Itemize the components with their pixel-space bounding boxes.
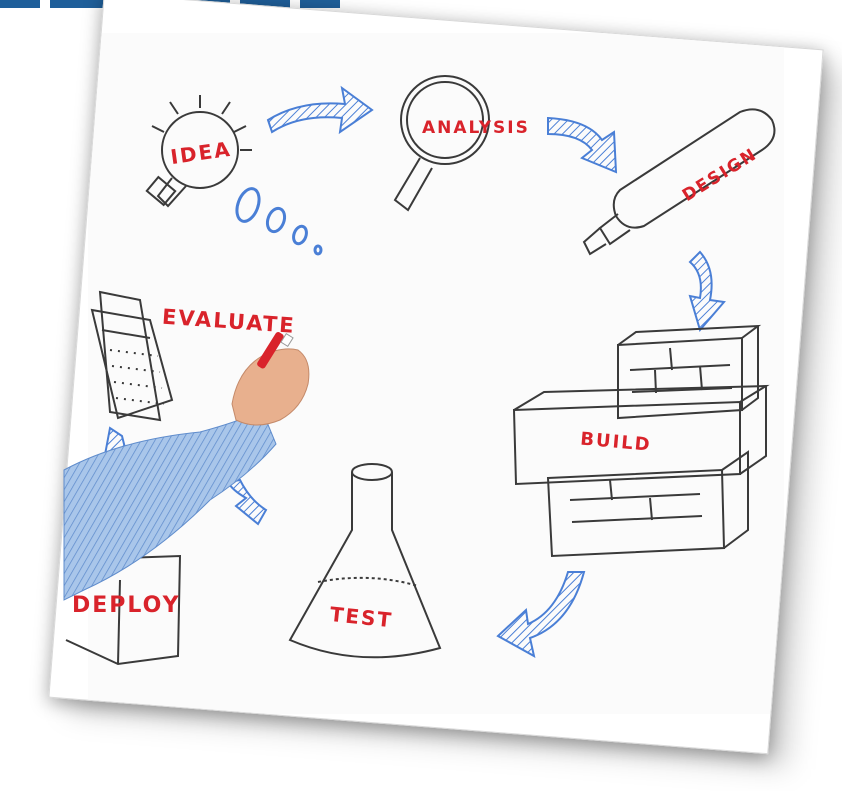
documents-icon xyxy=(90,290,174,422)
arrow-test-to-deploy xyxy=(226,478,268,526)
label-build: BUILD xyxy=(579,429,652,456)
marker-icon xyxy=(582,108,776,256)
label-analysis: ANALYSIS xyxy=(422,118,530,138)
thought-bubbles xyxy=(235,187,323,256)
arrow-analysis-to-design xyxy=(547,116,618,174)
lightbulb-icon xyxy=(145,95,252,208)
arrow-design-to-build xyxy=(688,250,726,333)
label-idea: IDEA xyxy=(169,137,233,169)
arrow-build-to-test xyxy=(496,571,586,658)
flask-icon xyxy=(288,463,442,659)
label-design: DESIGN xyxy=(679,144,761,206)
arrow-idea-to-analysis xyxy=(266,85,374,135)
label-test: TEST xyxy=(329,602,395,632)
magnifier-icon xyxy=(393,75,490,212)
hand-with-marker xyxy=(63,332,310,601)
label-deploy: DEPLOY xyxy=(72,593,181,618)
bricks-icon xyxy=(512,324,770,558)
